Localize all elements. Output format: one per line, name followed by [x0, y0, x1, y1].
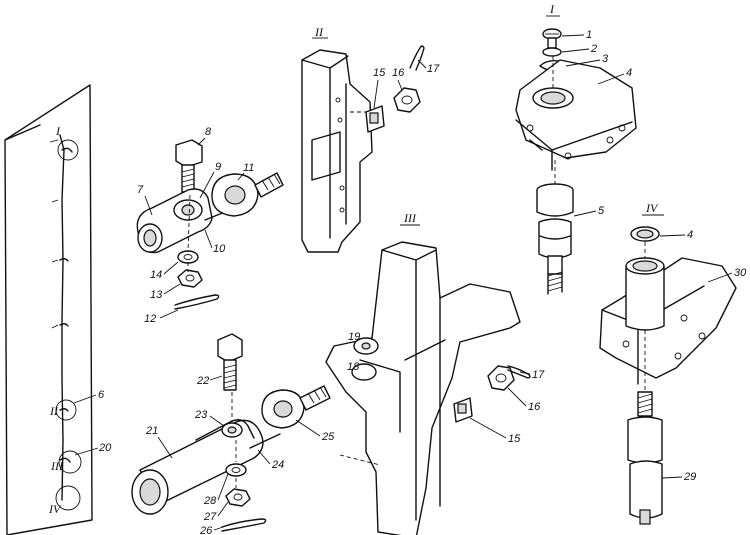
callout-1: 1: [586, 29, 592, 41]
door-marker-II: II: [49, 404, 59, 418]
callout-22: 22: [196, 375, 209, 387]
callout-10: 10: [213, 243, 226, 255]
callout-3: 3: [602, 53, 609, 65]
callout-9: 9: [215, 161, 221, 173]
callout-6: 6: [98, 389, 105, 401]
view-label-III: III: [403, 211, 417, 225]
callout-28: 28: [203, 495, 217, 507]
callout-19: 19: [348, 331, 360, 343]
callout-23: 23: [194, 409, 208, 421]
callout-25: 25: [321, 431, 335, 443]
callout-16-upper: 16: [392, 67, 405, 79]
callout-24: 24: [271, 459, 284, 471]
callout-17-center: 17: [532, 369, 545, 381]
bracket-center: III: [325, 211, 531, 535]
door-marker-III: III: [50, 459, 64, 473]
callout-21: 21: [145, 425, 158, 437]
callout-15-center: 15: [508, 433, 521, 445]
callout-14: 14: [150, 269, 162, 281]
callout-29: 29: [683, 471, 696, 483]
callout-17-upper: 17: [427, 63, 440, 75]
callout-2: 2: [590, 43, 597, 55]
bracket-upper: II: [301, 25, 425, 253]
hinge-assembly-I: I: [515, 2, 637, 295]
linkage-lower: [131, 333, 331, 532]
callout-18: 18: [347, 361, 360, 373]
callout-8: 8: [205, 126, 212, 138]
callout-15-upper: 15: [373, 67, 386, 79]
callout-26: 26: [199, 525, 213, 535]
callout-27: 27: [203, 511, 217, 523]
callout-5: 5: [598, 205, 605, 217]
callout-16-center: 16: [528, 401, 541, 413]
view-label-I: I: [549, 2, 555, 16]
door-marker-IV: IV: [48, 502, 62, 516]
callout-12: 12: [144, 313, 156, 325]
callout-4-top: 4: [626, 67, 632, 79]
callout-4-bottom: 4: [687, 229, 693, 241]
door-marker-I: I: [55, 124, 61, 138]
door-panel: [4, 84, 93, 535]
callout-7: 7: [137, 184, 144, 196]
view-label-II: II: [314, 25, 324, 39]
hinge-assembly-IV: IV: [599, 201, 737, 525]
view-label-IV: IV: [645, 201, 659, 215]
callout-11: 11: [243, 162, 254, 174]
linkage-upper: [136, 139, 284, 310]
callout-20: 20: [98, 442, 112, 454]
callout-13: 13: [150, 289, 163, 301]
callout-30: 30: [734, 267, 747, 279]
